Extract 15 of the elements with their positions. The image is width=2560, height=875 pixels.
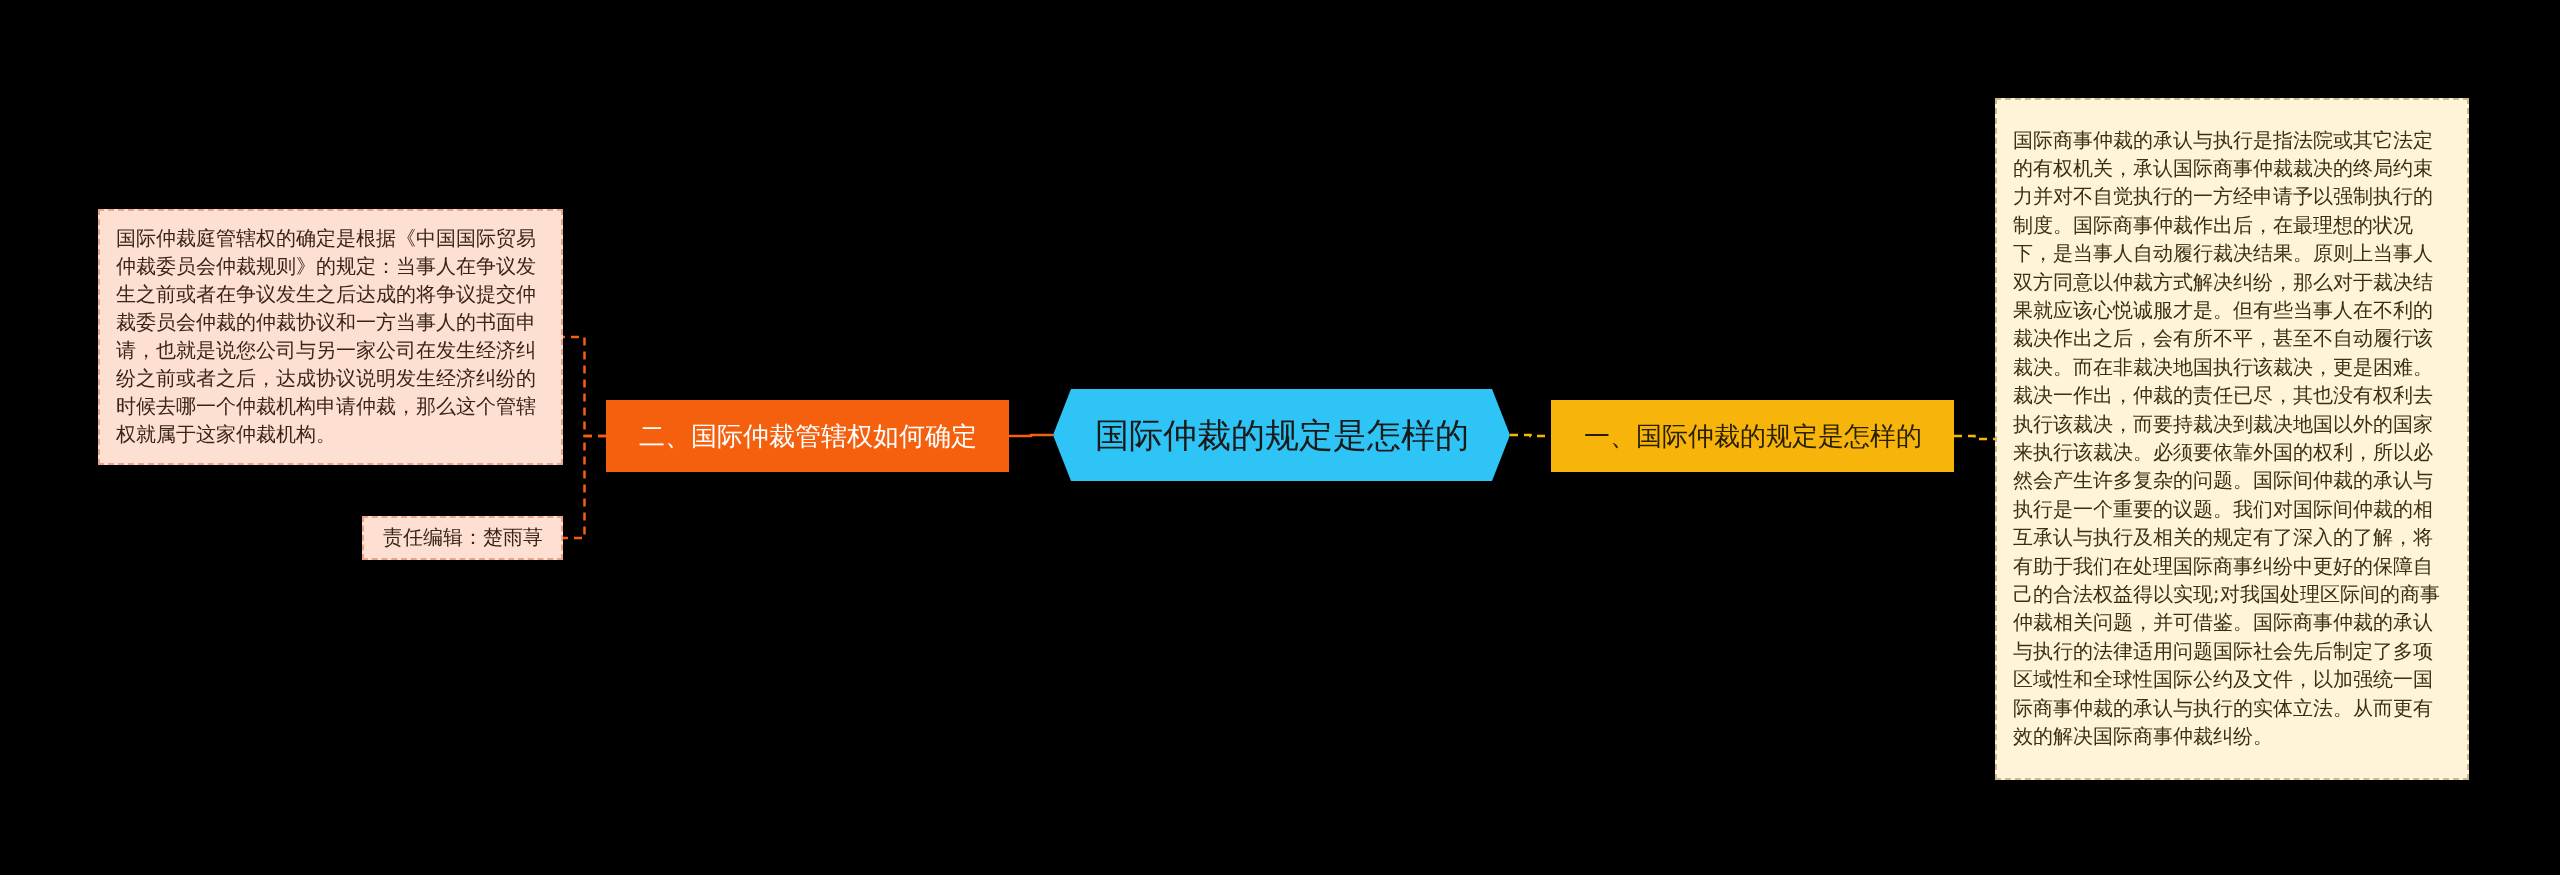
node-text: 国际仲裁庭管辖权的确定是根据《中国国际贸易仲裁委员会仲裁规则》的规定：当事人在争议发生之前或者在争议发生之后达成的将争议提交仲裁委员会仲裁的仲裁协议和一方当事人的书面申请，也就是说您公司与另一家公司在发生经济纠纷之前或者之后，达成协议说明发生经济纠纷的时候去哪一个仲裁机构申请仲裁，那么这个管辖权就属于这家仲裁机构。 [116,226,537,448]
branch-topic-box [1551,400,1954,472]
node-text: 二、国际仲裁管辖权如何确定 [638,419,977,453]
editor-note-box [362,516,563,560]
branch-topic-box [606,400,1009,472]
central-topic-hexagon [1053,389,1510,481]
connector-line [1954,434,1995,441]
connector-line [563,434,606,540]
connector-line [1009,433,1053,438]
detail-text-box [1995,98,2469,780]
node-text: 一、国际仲裁的规定是怎样的 [1583,419,1922,453]
node-text: 国际商事仲裁的承认与执行是指法院或其它法定的有权机关，承认国际商事仲裁裁决的终局约束力并对不自觉执行的一方经申请予以强制执行的制度。国际商事仲裁作出后，在最理想的状况下，是当事人自动履行裁决结果。原则上当事人双方同意以仲裁方式解决纠纷，那么对于裁决结果就应该心悦诚服才是。但有些当事人在不利的裁决作出之后，会有所不平，甚至不自动履行该裁决。而在非裁决地国执行该裁决，更是困难。裁决一作出，仲裁的责任已尽，其也没有权利去执行该裁决，而要持裁决到裁决地国以外的国家来执行该裁决。必须要依靠外国的权利，所以必然会产生许多复杂的问题。国际间仲裁的承认与执行是一个重要的议题。我们对国际间仲裁的相互承认与执行及相关的规定有了深入的了解，将有助于我们在处理国际商事纠纷中更好的保障自己的合法权益得以实现;对我国处理区际间的商事仲裁相关问题，并可借鉴。国际商事仲裁的承认与执行的法律适用问题国际社会先后制定了多项区域性和全球性国际公约及文件，以加强统一国际商事仲裁的承认与执行的实体立法。从而更有效的解决国际商事仲裁纠纷。 [2013,127,2441,751]
node-text: 国际仲裁的规定是怎样的 [1094,413,1469,457]
node-text: 责任编辑：楚雨荨 [382,525,543,552]
detail-text-box [98,209,563,465]
